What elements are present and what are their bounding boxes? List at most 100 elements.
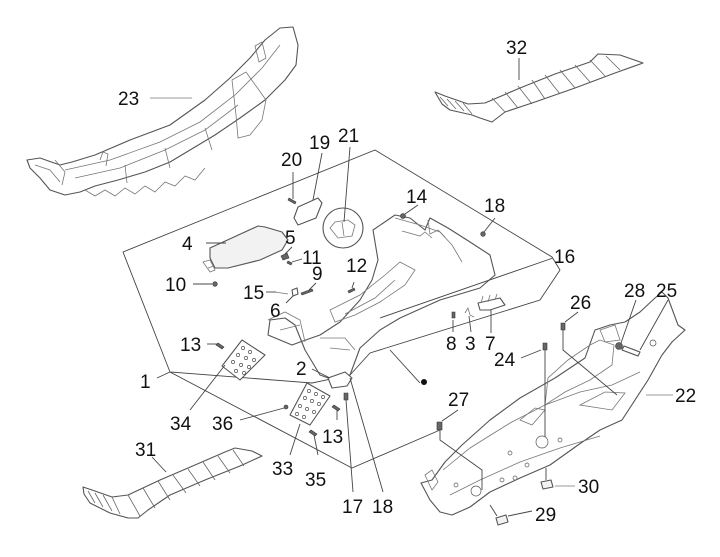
part-15-pin: [274, 291, 289, 295]
leader-29: [507, 510, 533, 517]
callout-15: 15: [243, 283, 264, 304]
leader-18-lower: [349, 377, 384, 493]
leader-28: [620, 299, 637, 344]
part-30-clip: [540, 479, 554, 490]
callout-29: 29: [535, 505, 556, 526]
part-12-screw: [347, 287, 356, 294]
callout-22: 22: [675, 386, 696, 407]
callout-7: 7: [485, 334, 496, 355]
part-11-screw: [286, 260, 293, 266]
callout-23: 23: [118, 89, 139, 110]
reference-dot: [421, 379, 427, 385]
part-26-screw: [560, 322, 566, 331]
part-28-nut: [615, 342, 623, 350]
part-6-nut: [291, 287, 299, 297]
callout-30: 30: [578, 477, 599, 498]
part-13-screw-lower: [331, 404, 341, 412]
part-13-screw-upper: [215, 342, 225, 350]
callout-19: 19: [309, 133, 330, 154]
leader-26: [564, 311, 579, 323]
callout-3: 3: [465, 334, 476, 355]
part-23-side-cover: [26, 26, 299, 197]
part-17-screw: [343, 392, 349, 401]
callout-18-lower: 18: [372, 497, 393, 518]
callout-20: 20: [281, 150, 302, 171]
leader-17: [345, 399, 354, 493]
callout-32: 32: [506, 38, 527, 59]
part-34-footrest-plate: [221, 339, 266, 381]
callout-26: 26: [570, 293, 591, 314]
leader-12: [351, 281, 355, 289]
callout-34: 34: [170, 414, 192, 435]
part-2-hinge-bracket: [327, 371, 353, 389]
part-16-center-tunnel: [267, 214, 496, 381]
part-25-bolt: [621, 345, 641, 357]
callout-31: 31: [135, 440, 156, 461]
callout-16: 16: [554, 247, 575, 268]
callout-13-lower: 13: [322, 427, 343, 448]
callout-12: 12: [346, 256, 367, 277]
leader-1: [156, 371, 171, 379]
callout-2: 2: [296, 359, 307, 380]
leader-9: [308, 282, 317, 291]
part-3-clip: [464, 307, 475, 318]
callout-14: 14: [406, 187, 428, 208]
leader-29-axis: [489, 504, 498, 517]
part-24-screw: [542, 342, 548, 351]
callout-25: 25: [656, 281, 677, 302]
leader-2: [311, 368, 331, 379]
callout-5: 5: [285, 228, 296, 249]
part-4-lid: [202, 225, 289, 273]
part-18-clip-top: [480, 231, 486, 237]
leader-5: [284, 246, 293, 255]
leader-33: [289, 423, 301, 456]
leader-1-dot: [389, 349, 421, 384]
callout-6: 6: [270, 301, 281, 322]
part-29-clip: [495, 514, 509, 526]
callout-13-upper: 13: [180, 335, 201, 356]
part-5-clip: [280, 252, 290, 261]
leader-31: [151, 456, 167, 473]
leader-25: [639, 299, 669, 351]
callout-11: 11: [302, 248, 322, 269]
leader-27: [441, 409, 459, 422]
part-10-clip: [212, 281, 218, 287]
callout-21: 21: [338, 126, 359, 147]
callout-24: 24: [494, 350, 516, 371]
leader-27-axis: [439, 430, 483, 490]
leader-24: [520, 349, 542, 359]
leader-6: [285, 295, 294, 304]
callout-1: 1: [140, 372, 151, 393]
part-27-screw: [436, 421, 443, 431]
leader-11: [291, 258, 303, 263]
part-19-cover-plate: [293, 197, 323, 226]
callout-8: 8: [446, 334, 457, 355]
part-14-nut: [400, 213, 406, 219]
part-32-footboard-mat-right: [434, 53, 644, 123]
part-36-clip: [283, 404, 289, 410]
leader-35: [313, 434, 319, 456]
callout-36: 36: [212, 414, 233, 435]
callout-35: 35: [305, 470, 326, 491]
part-7-bracket: [477, 293, 506, 311]
leader-16: [379, 257, 554, 319]
callout-10: 10: [165, 275, 186, 296]
leader-3: [468, 315, 472, 333]
leader-14: [404, 204, 419, 215]
leader-36: [239, 407, 285, 421]
part-33-footrest-plate: [289, 382, 331, 426]
leader-26-axis: [562, 330, 618, 396]
callout-17: 17: [342, 497, 363, 518]
callout-27: 27: [448, 390, 469, 411]
callout-33: 33: [272, 459, 293, 480]
leader-34: [189, 364, 226, 411]
part-35-screw: [308, 429, 318, 437]
callout-18-top: 18: [484, 196, 505, 217]
part-31-footboard-mat-left: [82, 447, 263, 519]
callout-4: 4: [182, 234, 193, 255]
part-8-screw: [451, 311, 456, 319]
callout-28: 28: [624, 281, 645, 302]
part-21-detail-view: [322, 207, 364, 249]
assembly-1-frame-lower: [169, 371, 441, 469]
part-20-screw: [287, 197, 297, 205]
